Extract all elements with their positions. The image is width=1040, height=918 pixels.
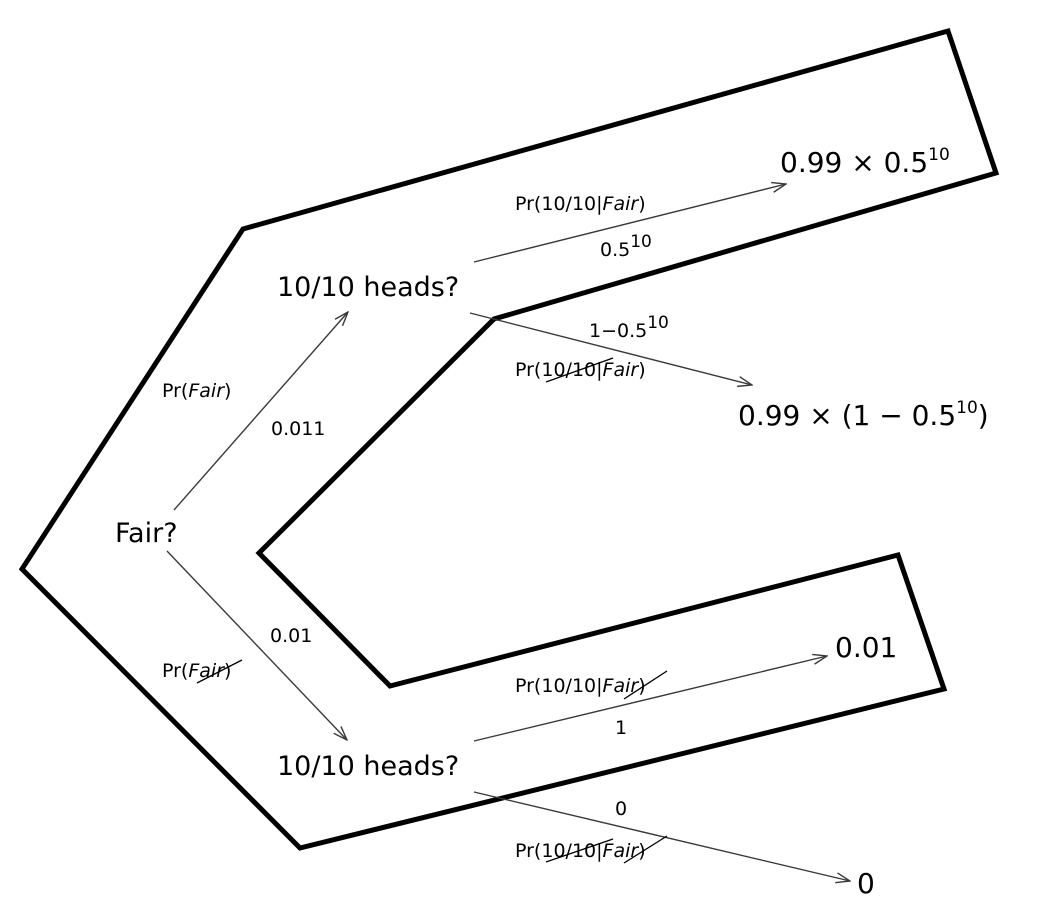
edge-label-pr-heads-given-fair: Pr(10/10|Fair) <box>515 193 646 215</box>
edge-value-root-lower: 0.01 <box>270 625 312 647</box>
edge-arrow-lower-heads <box>473 656 827 742</box>
edge-arrow-root-upper <box>173 312 348 511</box>
edge-value-upper-heads: 0.510 <box>600 232 652 261</box>
negation-slash <box>545 838 614 863</box>
edge-label-pr-not-heads-given-fair: Pr(10/10|Fair) <box>515 359 646 381</box>
edge-label-pr-heads-given-not-fair: Pr(10/10|Fair) <box>515 675 646 697</box>
outcome-fair-heads: 0.99 × 0.510 <box>780 145 950 179</box>
edge-arrow-upper-heads <box>473 184 786 263</box>
edge-value-lower-not-heads: 0 <box>615 798 627 820</box>
node-lower-heads: 10/10 heads? <box>277 751 459 782</box>
edge-value-upper-not-heads: 1−0.510 <box>589 313 669 342</box>
edge-arrow-upper-not-heads <box>469 312 752 385</box>
negation-slash <box>545 357 614 383</box>
edge-value-root-upper: 0.011 <box>271 418 325 440</box>
node-upper-heads: 10/10 heads? <box>277 272 459 303</box>
edge-label-pr-not-fair: Pr(Fair) <box>162 660 231 682</box>
negation-slash <box>623 670 668 700</box>
outcome-not-fair-not-heads: 0 <box>857 867 875 900</box>
edge-label-pr-not-heads-given-not-fair: Pr(10/10|Fair) <box>515 840 646 862</box>
edge-arrow-root-lower <box>166 550 347 740</box>
highlight-region <box>18 27 1000 851</box>
node-fair: Fair? <box>115 518 178 549</box>
outcome-fair-not-heads: 0.99 × (1 − 0.510) <box>738 398 989 432</box>
edge-arrow-lower-not-heads <box>473 791 850 881</box>
edge-value-lower-heads: 1 <box>615 717 627 739</box>
negation-slash <box>623 835 668 864</box>
outcome-not-fair-heads: 0.01 <box>835 631 897 664</box>
negation-slash <box>196 659 243 684</box>
edge-label-pr-fair: Pr(Fair) <box>162 380 231 402</box>
